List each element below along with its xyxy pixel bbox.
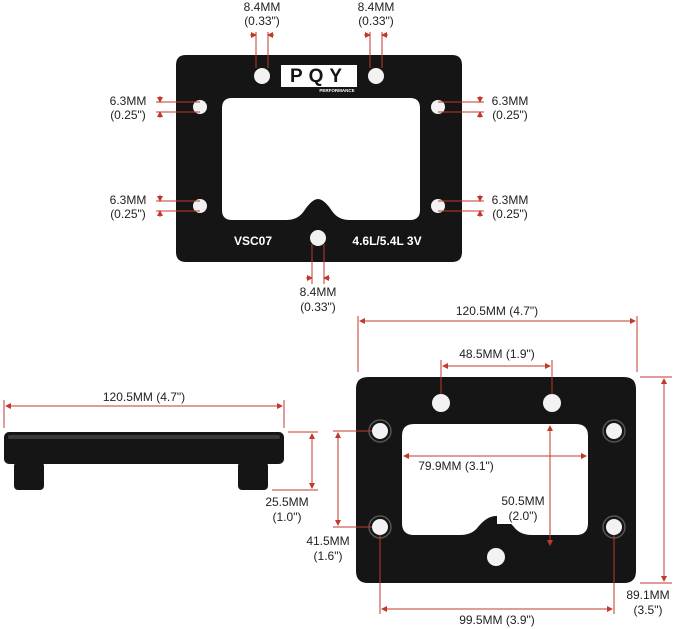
dim-side-lr [438, 195, 484, 217]
side-foot-left [14, 462, 44, 490]
hole-bottom-center [310, 230, 326, 246]
hole-top-left [254, 68, 270, 84]
dim-side-lr-mm: 6.3MM [492, 193, 529, 207]
logo-box [281, 65, 357, 87]
dim-plan-side-holes [333, 430, 372, 528]
dim-hole-tr [364, 32, 388, 68]
dim-hole-tl-in: (0.33") [244, 14, 280, 28]
plan-view: 120.5MM (4.7") 48.5MM (1.9") 79.9MM (3.1… [306, 304, 672, 627]
plan-hole-bottom-center [487, 548, 505, 566]
logo-subtext: PERFORMANCE [319, 88, 354, 93]
dim-side-ul-in: (0.25") [110, 108, 146, 122]
dim-side-height-mm: 25.5MM [265, 495, 308, 509]
dim-hole-b-mm: 8.4MM [300, 285, 337, 299]
dim-side-ur-in: (0.25") [492, 108, 528, 122]
hole-upper-right [431, 100, 445, 114]
plan-hole-top-left [432, 394, 450, 412]
logo-text: PQY [290, 66, 348, 87]
dim-side-ll-in: (0.25") [110, 207, 146, 221]
side-plate-body [4, 432, 284, 464]
dim-plan-height-in: (3.5") [634, 603, 663, 617]
dim-plan-width-label: 120.5MM (4.7") [456, 304, 538, 318]
plan-hole-upper-right [606, 423, 622, 439]
model-label: VSC07 [234, 234, 272, 248]
side-view: 120.5MM (4.7") 25.5MM (1.0") [3, 390, 318, 524]
engine-label: 4.6L/5.4L 3V [352, 234, 421, 248]
dim-plan-side-holes-in: (1.6") [314, 549, 343, 563]
dim-side-height-in: (1.0") [273, 510, 302, 524]
hole-lower-left [193, 199, 207, 213]
plan-plate [356, 377, 636, 583]
dim-side-ll-mm: 6.3MM [110, 193, 147, 207]
dim-side-width [3, 400, 285, 428]
dim-plan-side-holes-mm: 41.5MM [306, 534, 349, 548]
dim-side-ll [156, 195, 200, 217]
top-plate-holes [193, 68, 445, 246]
dim-hole-b [306, 244, 330, 284]
dim-side-ur-mm: 6.3MM [492, 94, 529, 108]
dim-hole-tr-in: (0.33") [358, 14, 394, 28]
dim-plan-opening-h-mm: 50.5MM [501, 494, 544, 508]
dim-plan-height-mm: 89.1MM [626, 588, 669, 602]
dim-hole-tl [250, 32, 274, 68]
dim-hole-b-in: (0.33") [300, 300, 336, 314]
top-plate [176, 55, 462, 262]
side-foot-right [238, 462, 268, 490]
dim-side-lr-in: (0.25") [492, 207, 528, 221]
plan-plate-holes [372, 394, 622, 566]
dim-plan-bottom-holes [379, 535, 615, 614]
dim-side-ul-mm: 6.3MM [110, 94, 147, 108]
top-view: PQY PERFORMANCE VSC07 4.6L/5.4L 3V 8.4MM… [110, 0, 529, 314]
dim-plan-opening-w-label: 79.9MM (3.1") [418, 459, 494, 473]
dim-plan-bottom-holes-label: 99.5MM (3.9") [459, 613, 535, 627]
dim-hole-tr-mm: 8.4MM [358, 0, 395, 14]
dim-side-ul [156, 96, 200, 118]
dim-hole-tl-mm: 8.4MM [244, 0, 281, 14]
dim-plan-top-holes [440, 360, 553, 394]
dim-plan-height [640, 376, 672, 584]
dim-plan-width [357, 316, 638, 372]
plan-hole-upper-left [372, 423, 388, 439]
plan-hole-lower-left [372, 519, 388, 535]
plan-hole-top-right [543, 394, 561, 412]
dim-plan-top-holes-label: 48.5MM (1.9") [459, 347, 535, 361]
dim-plan-opening-h-in: (2.0") [509, 509, 538, 523]
plan-hole-lower-right [606, 519, 622, 535]
dim-side-width-label: 120.5MM (4.7") [103, 390, 185, 404]
hole-upper-left [193, 100, 207, 114]
side-plate-highlight [8, 435, 280, 439]
dim-side-height [272, 431, 318, 491]
hole-top-right [368, 68, 384, 84]
dim-side-ur [438, 96, 484, 118]
hole-lower-right [431, 199, 445, 213]
